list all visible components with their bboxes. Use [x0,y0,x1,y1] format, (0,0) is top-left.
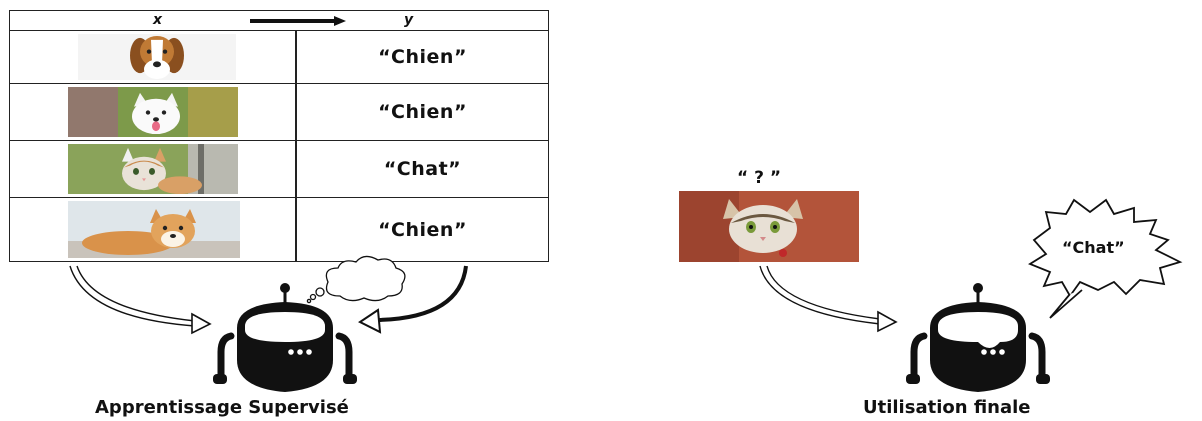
table-row: “Chien” [10,31,548,84]
table-row: “Chien” [10,198,548,261]
x-to-y-arrow-icon [250,16,346,26]
table-row: “Chat” [10,141,548,198]
white-dog-photo [68,87,238,137]
left-caption: Apprentissage Supervisé [95,397,349,418]
table-header: x y [10,11,548,31]
table-row: “Chien” [10,84,548,141]
tabby-cat-photo [68,144,238,194]
speech-burst-icon [1028,198,1183,319]
header-y: y [404,12,414,28]
query-cat-photo [679,191,859,262]
row-label: “Chien” [378,46,467,68]
curved-arrow-icon [358,265,468,334]
beagle-dog-photo [78,34,236,80]
robot-icon [906,283,1050,392]
query-label: “ ? ” [737,168,782,188]
column-divider [295,31,297,261]
row-label: “Chien” [378,101,467,123]
dataset-table: x y “Chien” [9,10,549,262]
shiba-dog-photo [68,201,240,258]
curved-arrow-icon [759,265,898,333]
row-label: “Chat” [383,158,462,180]
prediction-label: “Chat” [1062,238,1125,257]
right-caption: Utilisation finale [863,397,1031,418]
robot-icon [213,283,357,392]
thought-bubble-icon [306,255,406,304]
row-label: “Chien” [378,218,467,241]
header-x: x [153,12,163,28]
curved-arrow-icon [69,265,212,335]
